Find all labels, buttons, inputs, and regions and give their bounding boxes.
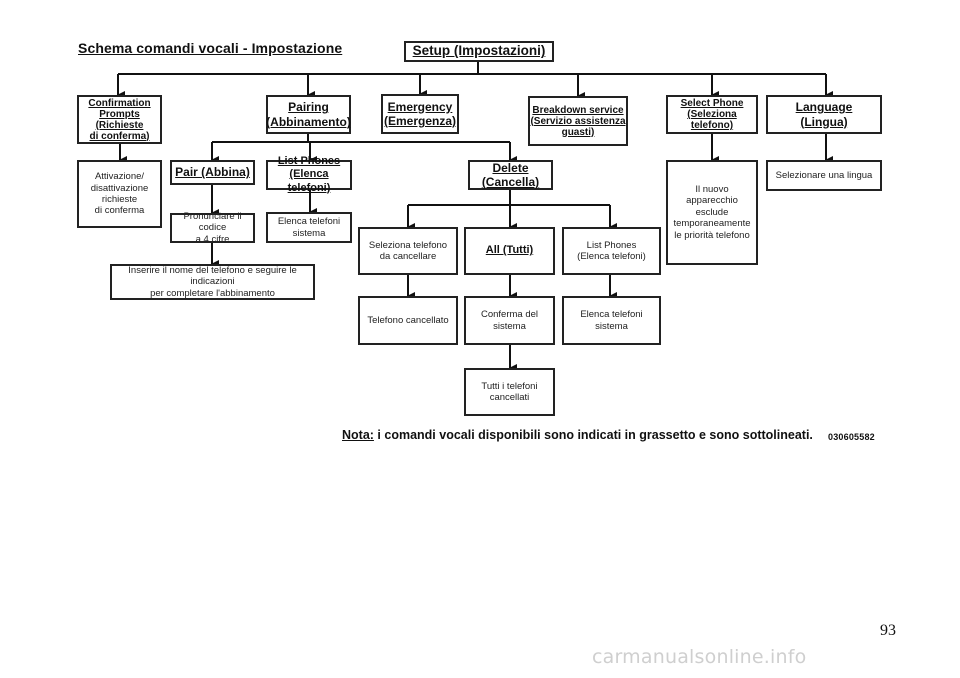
node-confirmation-prompts: Confirmation Prompts (Richieste di confe… [77, 95, 162, 144]
node-list-phones-info: Elenca telefoni sistema [266, 212, 352, 243]
footnote-text: i comandi vocali disponibili sono indica… [373, 428, 813, 442]
node-setup: Setup (Impostazioni) [404, 41, 554, 62]
node-list-system-phones-label: Elenca telefoni sistema [580, 309, 643, 332]
node-language: Language (Lingua) [766, 95, 882, 134]
node-phone-deleted: Telefono cancellato [358, 296, 458, 345]
node-list-phones-label: List Phones (Elenca telefoni) [277, 155, 341, 194]
node-phone-deleted-label: Telefono cancellato [367, 314, 449, 326]
node-delete-select-label: Seleziona telefono da cancellare [368, 239, 448, 262]
node-language-info: Selezionare una lingua [766, 160, 882, 191]
node-emergency: Emergency (Emergenza) [381, 94, 459, 134]
page-number: 93 [880, 622, 896, 639]
node-breakdown-service: Breakdown service (Servizio assistenza g… [528, 96, 628, 146]
node-system-confirm: Conferma del sistema [464, 296, 555, 345]
node-all-deleted-label: Tutti i telefoni cancellati [481, 380, 538, 403]
node-pair-label: Pair (Abbina) [175, 165, 250, 180]
node-pair-name: Inserire il nome del telefono e seguire … [110, 264, 315, 300]
node-pair-code-label: Pronunciare il codice a 4 cifre [183, 210, 242, 245]
node-confirmation-info: Attivazione/ disattivazione richieste di… [77, 160, 162, 228]
node-delete-list-phones-label: List Phones (Elenca telefoni) [577, 239, 646, 262]
node-pairing-label: Pairing (Abbinamento) [266, 100, 351, 129]
node-delete: Delete (Cancella) [468, 160, 553, 190]
node-language-label: Language (Lingua) [795, 100, 853, 129]
node-confirmation-info-label: Attivazione/ disattivazione richieste di… [90, 171, 149, 217]
figure-code: 030605582 [828, 432, 875, 442]
node-confirmation-prompts-label: Confirmation Prompts (Richieste di confe… [88, 97, 151, 142]
node-select-phone-info-label: Il nuovo apparecchio esclude temporaneam… [673, 184, 751, 241]
node-pair: Pair (Abbina) [170, 160, 255, 185]
node-select-phone-label: Select Phone (Seleziona telefono) [680, 98, 744, 131]
footnote-label: Nota: [342, 428, 374, 442]
node-list-phones-info-label: Elenca telefoni sistema [277, 216, 341, 239]
node-pairing: Pairing (Abbinamento) [266, 95, 351, 134]
node-list-phones: List Phones (Elenca telefoni) [266, 155, 352, 194]
node-list-system-phones: Elenca telefoni sistema [562, 296, 661, 345]
node-delete-select: Seleziona telefono da cancellare [358, 227, 458, 275]
node-delete-list-phones: List Phones (Elenca telefoni) [562, 227, 661, 275]
diagram-title: Schema comandi vocali - Impostazione [78, 40, 343, 56]
node-all-deleted: Tutti i telefoni cancellati [464, 368, 555, 416]
node-delete-all-label: All (Tutti) [485, 244, 534, 257]
node-delete-label: Delete (Cancella) [481, 160, 540, 189]
footnote: Nota: i comandi vocali disponibili sono … [342, 428, 813, 442]
node-setup-label: Setup (Impostazioni) [412, 43, 546, 59]
node-select-phone-info: Il nuovo apparecchio esclude temporaneam… [666, 160, 758, 265]
node-select-phone: Select Phone (Seleziona telefono) [666, 95, 758, 134]
watermark: carmanualsonline.info [592, 646, 807, 668]
node-system-confirm-label: Conferma del sistema [480, 309, 539, 332]
node-pair-code: Pronunciare il codice a 4 cifre [170, 210, 255, 245]
node-language-info-label: Selezionare una lingua [775, 169, 873, 181]
node-pair-name-label: Inserire il nome del telefono e seguire … [128, 264, 297, 299]
node-emergency-label: Emergency (Emergenza) [383, 99, 457, 128]
node-breakdown-service-label: Breakdown service (Servizio assistenza g… [530, 104, 626, 138]
node-delete-all: All (Tutti) [464, 227, 555, 275]
